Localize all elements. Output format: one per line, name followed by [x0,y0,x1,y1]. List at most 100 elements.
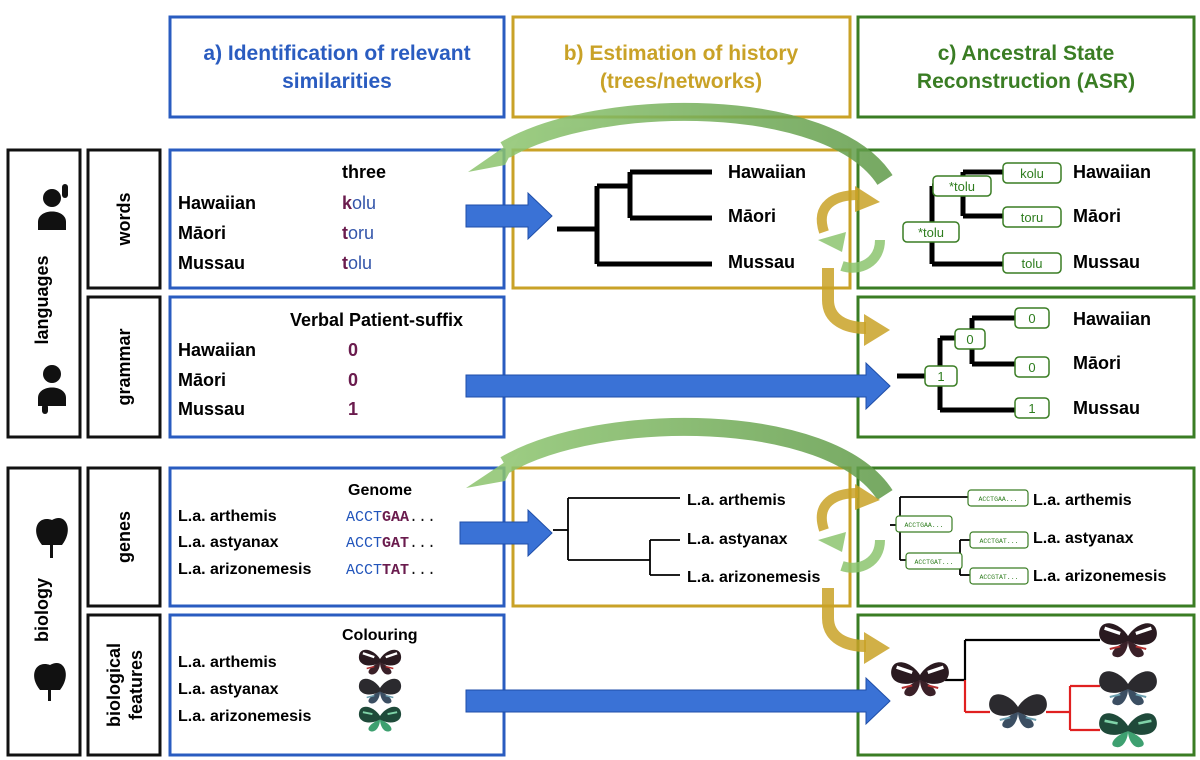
butterfly-astyanax-icon [358,677,402,705]
arrow-grammar-to-asr [465,361,891,411]
arc-asr-to-similarities-bio [466,417,893,501]
row-bio-features-text-line1: biological [104,643,124,727]
asr-grammar-root-state: 1 [937,369,944,384]
asr-words-inner-state: *tolu [949,179,975,194]
grammar-name: Hawaiian [178,340,256,360]
row-label-grammar: grammar [86,295,162,439]
genes-name: L.a. astyanax [178,534,279,551]
person-silhouette-icon [38,184,68,230]
features-name: L.a. arthemis [178,654,277,671]
asr-grammar-tip: Māori [1073,353,1121,373]
ginkgo-leaf-icon [36,518,68,558]
butterfly-tip-arthemis-icon [1097,621,1159,659]
box-c-grammar [856,295,1196,439]
words-name: Māori [178,223,226,243]
features-name: L.a. astyanax [178,681,279,698]
asr-words-root-state: *tolu [918,225,944,240]
grammar-name: Mussau [178,399,245,419]
column-header-b: b) Estimation of history (trees/networks… [511,15,852,119]
genes-sequence: ACCTTAT... [346,562,436,579]
row-languages-text: languages [32,255,52,344]
column-header-c: c) Ancestral State Reconstruction (ASR) [856,15,1196,119]
box-c-genes [856,466,1196,608]
column-c-title-line1: c) Ancestral State [938,42,1115,65]
asr-genes-tip-state: ACCTGAA... [978,496,1017,503]
ginkgo-leaf-icon [34,663,66,701]
words-table: three Hawaiian Māori Mussau kolu toru to… [178,162,386,273]
genes-table: Genome L.a. arthemis L.a. astyanax L.a. … [178,482,436,579]
asr-words-tip-state: kolu [1020,166,1044,181]
asr-genes-tip: L.a. astyanax [1033,530,1134,547]
row-label-words: words [86,148,162,290]
asr-genes-inner-state: ACCTGAT... [914,559,953,566]
asr-grammar-tip-state: 0 [1028,311,1035,326]
tree-b-lang-tip: Hawaiian [728,162,806,182]
arrow-features-to-asr [465,676,891,726]
words-header: three [342,162,386,182]
tree-b-lang-tip: Māori [728,206,776,226]
genes-header: Genome [348,482,412,499]
butterfly-tip-astyanax-icon [1098,670,1158,707]
grammar-table: Verbal Patient-suffix Hawaiian Māori Mus… [178,310,463,419]
box-a-grammar [168,295,506,439]
tree-b-bio-tip: L.a. arthemis [687,492,786,509]
row-label-genes: genes [86,466,162,608]
asr-genes-tip-state: ACCTGAT... [979,538,1018,545]
column-a-title-line1: a) Identification of relevant [203,42,470,65]
cycle-arrows-bio [817,484,890,664]
features-table: Colouring L.a. arthemis L.a. astyanax L.… [178,627,418,725]
row-label-languages: languages [6,148,82,439]
row-grammar-text: grammar [114,328,134,405]
arrow-genes-to-tree [459,508,553,558]
words-value: kolu [342,193,376,213]
words-name: Mussau [178,253,245,273]
asr-grammar-nodes: 0 0 1 0 1 [924,307,1050,419]
words-value: toru [342,223,374,243]
grammar-name: Māori [178,370,226,390]
tree-b-bio-tip: L.a. arizonemesis [687,569,820,586]
grammar-value: 0 [348,370,358,390]
column-b-title-line2: (trees/networks) [600,70,762,93]
tree-b-languages [557,169,712,267]
butterfly-tip-arizonemesis-icon [1097,711,1159,749]
genes-name: L.a. arizonemesis [178,561,311,578]
row-label-biology: biology [6,466,82,757]
column-c-title-line2: Reconstruction (ASR) [917,70,1135,93]
asr-genes-nodes: ACCTGAA... ACCTGAT... ACCGTAT... ACCTGAA… [895,489,1029,585]
asr-words-nodes: kolu toru tolu *tolu *tolu [902,162,1062,274]
column-header-a: a) Identification of relevant similariti… [168,15,506,119]
words-name: Hawaiian [178,193,256,213]
box-c-features [856,613,1196,757]
grammar-value: 0 [348,340,358,360]
box-a-features [168,613,506,757]
column-b-title-line1: b) Estimation of history [564,42,799,65]
row-label-biological-features: biological features [86,613,162,757]
asr-words-tip: Hawaiian [1073,162,1151,182]
row-words-text: words [114,192,134,246]
asr-genes-tip: L.a. arizonemesis [1033,568,1166,585]
row-genes-text: genes [114,511,134,563]
asr-words-tip: Mussau [1073,252,1140,272]
grammar-header: Verbal Patient-suffix [290,310,463,330]
row-bio-features-text-line2: features [126,650,146,720]
column-a-title-line2: similarities [282,70,392,93]
words-value: tolu [342,253,372,273]
butterfly-ancestor-icon [889,660,951,698]
asr-words-tip-state: toru [1021,210,1043,225]
asr-genes-inner-state: ACCTGAA... [904,522,943,529]
asr-grammar-tip: Hawaiian [1073,309,1151,329]
arc-asr-to-similarities-lang [468,102,893,186]
features-name: L.a. arizonemesis [178,708,311,725]
asr-grammar-tip-state: 1 [1028,401,1035,416]
box-c-words [856,148,1196,290]
butterfly-arthemis-icon [357,648,403,676]
grammar-value: 1 [348,399,358,419]
asr-grammar-tip: Mussau [1073,398,1140,418]
asr-grammar-tip-state: 0 [1028,360,1035,375]
butterfly-inner-icon [988,693,1048,730]
tree-b-biology [553,497,680,576]
tree-c-features [945,638,1100,732]
tree-b-bio-tip: L.a. astyanax [687,531,788,548]
asr-grammar-inner-state: 0 [966,332,973,347]
genes-sequence: ACCTGAA... [346,509,436,526]
